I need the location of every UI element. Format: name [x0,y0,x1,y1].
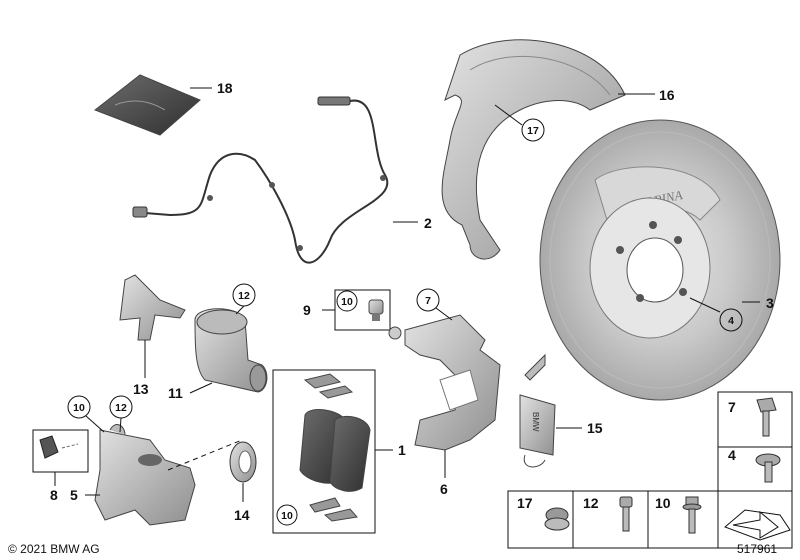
callout-2: 2 [424,215,432,231]
callout-circle-10-box [336,290,358,312]
callout-circle-17-shield [521,118,545,142]
callout-9: 9 [303,302,311,318]
legend-item-17: 17 [517,495,533,511]
caliper-carrier-part [388,314,501,451]
callout-4-disc: 4 [728,315,734,327]
parking-brake-motor-part [194,308,268,393]
callout-1: 1 [398,442,406,458]
callout-circle-10-caliper [67,395,91,419]
legend-item-10: 10 [655,495,671,511]
brake-disc-part: ALPINA [539,119,781,401]
callout-7-carrier: 7 [425,295,431,307]
callout-10-pads: 10 [281,510,293,522]
callout-8: 8 [50,487,58,503]
cable-bracket-part [119,274,186,341]
bleeder-valve-part [39,435,79,459]
brake-pads-part [299,373,371,522]
flange-bolt-icon [682,496,702,534]
countersunk-screw-icon [755,453,781,483]
callout-circle-10-pads [276,504,298,526]
callout-17-shield: 17 [527,125,539,137]
hex-bolt-icon [756,397,777,437]
legend-item-7: 7 [728,399,736,415]
callout-circle-4-disc [719,308,743,332]
callout-10-caliper: 10 [73,402,85,414]
callout-12-motor: 12 [238,290,250,302]
caliper-housing-part [94,424,196,526]
grease-packet-part [93,74,201,136]
callout-15: 15 [587,420,603,436]
seal-ring-part [229,441,257,483]
callout-13: 13 [133,381,149,397]
callout-12-caliper: 12 [115,402,127,414]
arrow-symbol-icon [724,509,791,541]
diagram-id-text: 517961 [737,542,777,556]
callout-16: 16 [659,87,675,103]
socket-screw-icon [619,496,633,532]
spring-clip-part: BMW [519,353,556,468]
callout-14: 14 [234,507,250,523]
legend-item-12: 12 [583,495,599,511]
dust-shield-part [441,39,626,260]
callout-5: 5 [70,487,78,503]
callout-circle-7-carrier [416,288,440,312]
brake-pad-box [272,369,376,534]
guide-bolt-part [368,299,384,321]
callout-11: 11 [168,385,183,401]
collar-nut-icon [544,507,570,531]
callout-10-box: 10 [341,296,353,308]
bleeder-box [32,429,89,473]
callout-18: 18 [217,80,233,96]
legend-item-4: 4 [728,447,736,463]
clip-brand-text: BMW [531,412,540,432]
fastener-legend: 7 4 17 12 10 [507,391,793,549]
callout-6: 6 [440,481,448,497]
callout-3: 3 [766,295,774,311]
wear-sensor-part [132,96,389,264]
copyright-text: © 2021 BMW AG [8,542,100,556]
